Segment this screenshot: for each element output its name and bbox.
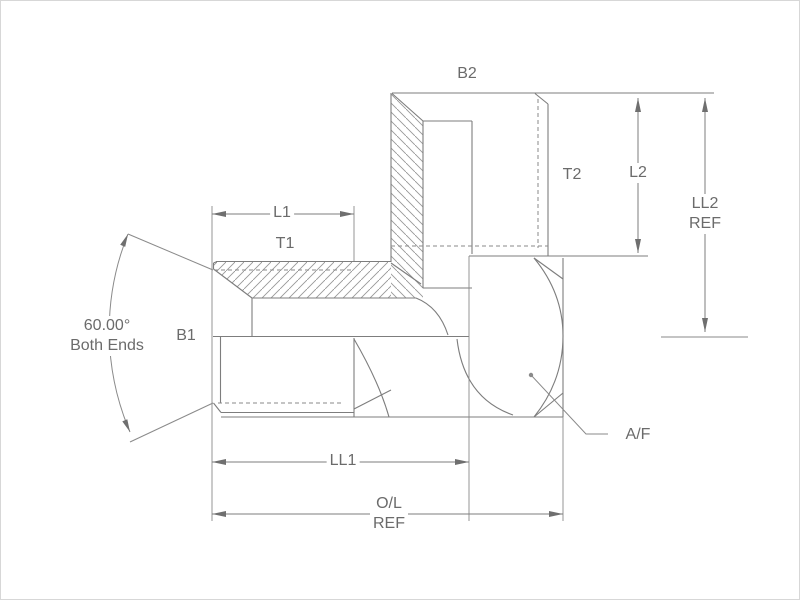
af-leader <box>528 372 608 435</box>
body-hex-arc-left <box>353 338 390 418</box>
arrow-ll2-bottom <box>702 318 708 332</box>
thread-dashed-lines <box>214 99 548 404</box>
part-outline <box>212 92 714 418</box>
arrow-angle-top <box>120 234 128 247</box>
arrow-angle-bottom <box>122 419 130 432</box>
body-corner-chamfer-br <box>533 392 564 418</box>
bore-corner-fillet-lower <box>456 338 514 416</box>
label-t2: T2 <box>559 165 585 185</box>
extension-lines <box>211 206 748 521</box>
arrow-l1-right <box>340 211 354 217</box>
label-t1: T1 <box>272 234 298 254</box>
body-corner-chamfer-tr <box>533 257 564 280</box>
label-b1: B1 <box>173 326 199 346</box>
label-l1: L1 <box>270 203 294 223</box>
label-ll2-ref: LL2 REF <box>686 194 724 234</box>
left-port-cone-seat <box>213 268 253 299</box>
label-af: A/F <box>622 425 654 445</box>
label-b2: B2 <box>454 64 480 84</box>
dimension-arrows <box>212 98 708 517</box>
arrow-ol-left <box>212 511 226 517</box>
label-angle: 60.00° Both Ends <box>67 316 147 356</box>
label-ol-ref: O/L REF <box>370 494 408 534</box>
arrow-l1-left <box>212 211 226 217</box>
top-port-corner-chamfer <box>534 93 549 105</box>
arrow-ll2-top <box>702 98 708 112</box>
arrow-l2-top <box>635 98 641 112</box>
section-hatch-top-port <box>391 94 423 298</box>
label-ll1: LL1 <box>326 451 360 471</box>
bore-corner-fillet-upper <box>415 297 449 336</box>
angle-line-upper <box>127 233 214 271</box>
body-corner-chamfer-tl <box>390 262 422 285</box>
arrow-ll1-left <box>212 459 226 465</box>
arrow-l2-bottom <box>635 239 641 253</box>
left-port-end-chamfer-bottom <box>213 402 222 413</box>
dimension-lines <box>212 98 706 515</box>
arrow-ol-right <box>549 511 563 517</box>
label-l2: L2 <box>626 163 650 183</box>
section-hatch-left-port <box>214 262 391 298</box>
body-corner-chamfer-bl <box>353 389 392 410</box>
af-leader-line <box>530 374 608 435</box>
arrow-ll1-right <box>455 459 469 465</box>
top-port-cone-chamfer <box>391 93 424 122</box>
angle-line-lower <box>129 402 214 443</box>
